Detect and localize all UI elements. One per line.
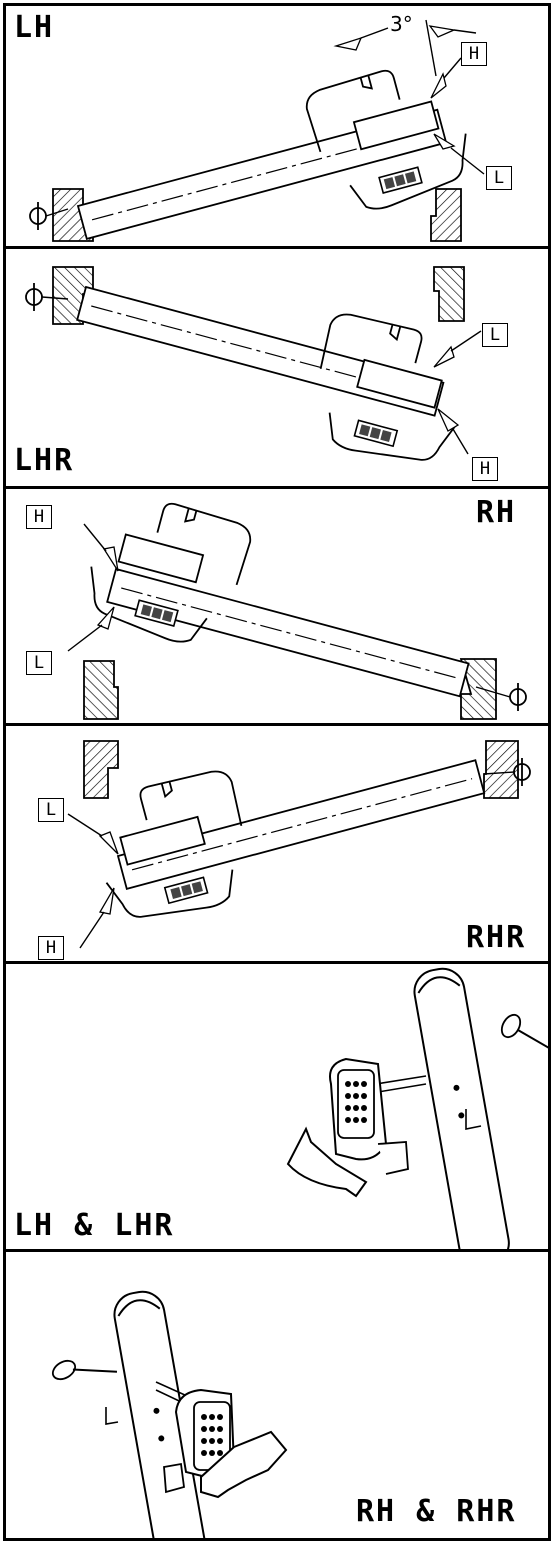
keypad-lever: [163, 1388, 288, 1499]
panel-lhr: LHR L H: [6, 249, 548, 489]
panel-lh-lhr-iso: LH & LHR: [6, 964, 548, 1252]
frame-right: [430, 188, 462, 242]
panel-rhr: L H RHR: [6, 726, 548, 964]
tag-h: H: [472, 457, 498, 481]
panel-label: RH & RHR: [356, 1494, 517, 1529]
panel-label: LH: [14, 10, 55, 45]
panel-lh: LH 3° H L: [6, 6, 548, 249]
lh-lhr-iso-drawing: [286, 964, 548, 1249]
panel-label: LHR: [14, 443, 75, 478]
centerline-icon: [483, 758, 531, 786]
door-leaf: [76, 108, 448, 240]
angle-label: 3°: [390, 12, 413, 36]
lhr-drawing: [25, 266, 482, 476]
panel-label: RHR: [466, 920, 527, 955]
tag-l: L: [26, 651, 52, 675]
rhr-drawing: [67, 740, 531, 949]
panel-label: LH & LHR: [14, 1208, 175, 1243]
tag-h: H: [26, 505, 52, 529]
panel-rh: RH H L: [6, 489, 548, 726]
centerline-icon: [475, 683, 527, 711]
tag-h: H: [38, 936, 64, 960]
keypad-lock-rose: [410, 964, 514, 1249]
tag-l: L: [482, 323, 508, 347]
rh-rhr-iso-drawing: [51, 1287, 288, 1538]
centerline-icon: [29, 202, 69, 230]
tag-l: L: [38, 798, 64, 822]
tag-h: H: [461, 42, 487, 66]
panel-label: RH: [476, 495, 517, 530]
panel-rh-rhr-iso: RH & RHR: [6, 1252, 548, 1538]
keypad-lever: [286, 1057, 409, 1198]
centerline-icon: [25, 283, 69, 311]
handing-diagram-sheet: LH 3° H L LHR L H: [3, 3, 551, 1541]
lh-drawing: [29, 19, 485, 242]
tag-l: L: [486, 166, 512, 190]
rh-drawing: [67, 489, 527, 720]
